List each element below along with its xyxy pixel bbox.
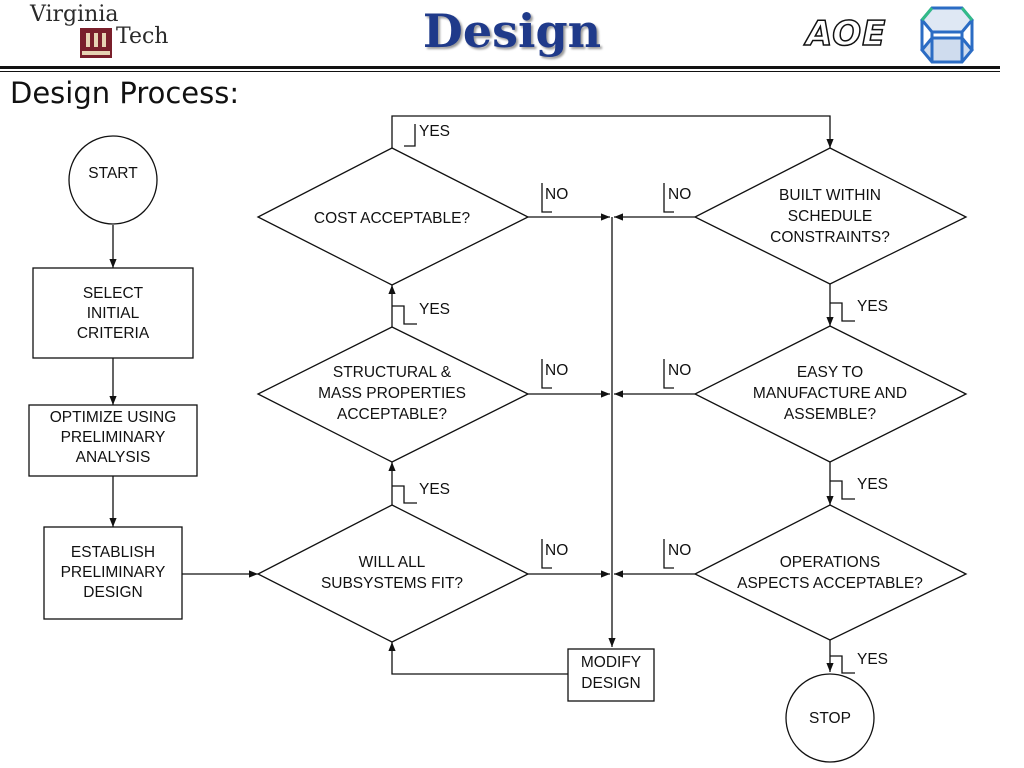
yes-label-manufacture: YES	[857, 476, 888, 493]
cost-decision	[256, 147, 530, 286]
establish-label-3: DESIGN	[83, 584, 142, 601]
aoe-brand: AOE	[805, 13, 887, 55]
stop-node	[785, 673, 875, 763]
optimize-box	[28, 404, 198, 477]
virginia-tech-logo: Virginia Tech	[30, 2, 180, 64]
operations-decision	[693, 504, 968, 641]
structural-label-2: MASS PROPERTIES	[318, 385, 466, 402]
yes-label-structural: YES	[419, 301, 450, 318]
manufacture-decision	[693, 325, 968, 463]
select-label-2: INITIAL	[87, 305, 140, 322]
no-label-structural: NO	[545, 362, 568, 379]
section-heading: Design Process:	[10, 76, 240, 110]
modify-label-2: DESIGN	[581, 675, 640, 692]
schedule-label-1: BUILT WITHIN	[779, 187, 881, 204]
establish-label-2: PRELIMINARY	[61, 564, 166, 581]
no-label-operations: NO	[668, 542, 691, 559]
logo-word-tech: Tech	[116, 24, 169, 49]
cost-label: COST ACCEPTABLE?	[314, 210, 471, 227]
start-node	[68, 135, 158, 225]
schedule-decision	[693, 147, 968, 285]
operations-label-1: OPERATIONS	[780, 554, 880, 571]
logo-word-virginia: Virginia	[30, 2, 119, 27]
select-criteria-box	[32, 267, 194, 359]
select-label-1: SELECT	[83, 285, 144, 302]
modify-label-1: MODIFY	[581, 654, 641, 671]
establish-box	[43, 526, 183, 620]
header-rule	[0, 66, 1000, 69]
select-label-3: CRITERIA	[77, 325, 150, 342]
schedule-label-3: CONSTRAINTS?	[770, 229, 890, 246]
optimize-label-2: PRELIMINARY	[61, 429, 166, 446]
logo-seal-icon	[80, 28, 112, 58]
structural-label-1: STRUCTURAL &	[333, 364, 452, 381]
yes-label-schedule: YES	[857, 298, 888, 315]
modify-box	[567, 648, 655, 702]
manufacture-label-1: EASY TO	[797, 364, 863, 381]
optimize-label-1: OPTIMIZE USING	[50, 409, 177, 426]
hexagon-prism-icon	[920, 6, 974, 64]
yes-label-subsystems: YES	[419, 481, 450, 498]
structural-decision	[256, 326, 530, 463]
yes-label-cost: YES	[419, 123, 450, 140]
subsystems-label-1: WILL ALL	[359, 554, 426, 571]
stop-label: STOP	[809, 710, 851, 727]
schedule-label-2: SCHEDULE	[788, 208, 872, 225]
no-label-cost: NO	[545, 186, 568, 203]
subsystems-decision	[256, 504, 530, 643]
no-label-subsystems: NO	[545, 542, 568, 559]
no-label-manufacture: NO	[668, 362, 691, 379]
start-label: START	[88, 165, 138, 182]
header-rule-thin	[0, 71, 1000, 72]
slide-header: Virginia Tech Design AOE	[0, 0, 1024, 80]
operations-label-2: ASPECTS ACCEPTABLE?	[737, 575, 923, 592]
manufacture-label-3: ASSEMBLE?	[784, 406, 877, 423]
subsystems-label-2: SUBSYSTEMS FIT?	[321, 575, 463, 592]
slide-title: Design	[422, 4, 602, 58]
manufacture-label-2: MANUFACTURE AND	[753, 385, 907, 402]
yes-label-operations: YES	[857, 651, 888, 668]
structural-label-3: ACCEPTABLE?	[337, 406, 447, 423]
no-label-schedule: NO	[668, 186, 691, 203]
establish-label-1: ESTABLISH	[71, 544, 155, 561]
optimize-label-3: ANALYSIS	[76, 449, 151, 466]
